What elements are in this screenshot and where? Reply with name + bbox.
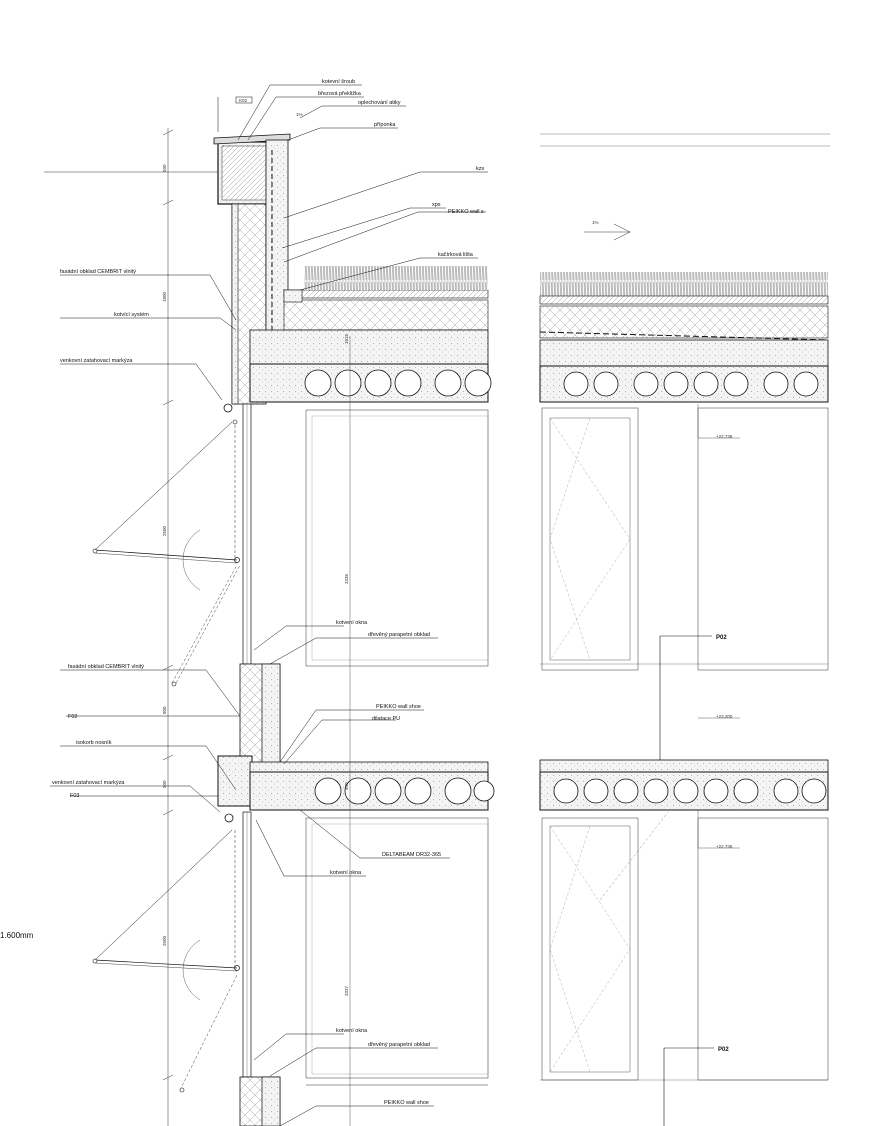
label-kacirkova: kačírková lišta xyxy=(438,252,474,258)
label-dilatace: dilatace PU xyxy=(372,716,400,722)
label-level-3: +22,736 xyxy=(716,844,733,849)
label-kotevni-sroub: kotevní šroub xyxy=(322,79,355,85)
label-peikko-top: PEIKKO wall s xyxy=(448,209,484,215)
dim-d8: 3337 xyxy=(344,985,349,996)
label-drevny-2: dřevěný parapetní obklad xyxy=(368,1042,430,1048)
label-peikko-shoe-1: PEIKKO wall shoe xyxy=(376,704,421,710)
label-f02: F02 xyxy=(68,714,77,720)
label-peikko-shoe-2: PEIKKO wall shoe xyxy=(384,1100,429,1106)
dim-d1: 500 xyxy=(162,164,167,172)
label-kotvici: kotvící systém xyxy=(114,312,149,318)
leaders xyxy=(50,84,488,1126)
label-slope-2: 1% xyxy=(592,220,599,225)
label-kotveni-okna-1: kotvení okna xyxy=(336,620,368,626)
dim-d3: 2500 xyxy=(162,525,167,536)
dim-d6: 2500 xyxy=(162,935,167,946)
label-side-mm: 1.600mm xyxy=(0,931,34,940)
dim-d7: 3336 xyxy=(344,573,349,584)
dim-d2: 1800 xyxy=(162,291,167,302)
label-deltabeam: DELTABEAM DR32-365 xyxy=(382,852,441,858)
left-section xyxy=(44,128,495,1126)
label-slope-1: 1% xyxy=(296,112,303,117)
label-p02-1: P02 xyxy=(716,635,727,641)
label-k02: K02 xyxy=(239,98,248,103)
label-f03: F03 xyxy=(70,793,79,799)
label-fasadni-2: fasádní obklad CEMBRIT vlnitý xyxy=(68,664,144,670)
label-venkovni-1: venkovní zatahovací markýza xyxy=(60,358,133,364)
dimensions: 500 1800 2500 800 500 2500 3336 3337 101… xyxy=(162,164,349,996)
label-p02-2: P02 xyxy=(718,1047,729,1053)
label-level-2: +23,200 xyxy=(716,714,733,719)
label-fasadni-1: fasádní obklad CEMBRIT vlnitý xyxy=(60,269,136,275)
dim-d5: 500 xyxy=(162,780,167,788)
label-isokorb: isokorb nosník xyxy=(76,740,112,746)
label-xps: xps xyxy=(432,202,441,208)
dim-d9: 1015 xyxy=(344,333,349,344)
label-kotveni-okna-2: kotvení okna xyxy=(330,870,362,876)
label-drevny-1: dřevěný parapetní obklad xyxy=(368,632,430,638)
labels: kotevní šroub březová překližka oplechov… xyxy=(0,79,733,1106)
label-venkovni-2: venkovní zatahovací markýza xyxy=(52,780,125,786)
dim-d4: 800 xyxy=(162,706,167,714)
label-kzs: kzs xyxy=(476,166,485,172)
label-priponka: příponka xyxy=(374,122,396,128)
label-brezova: březová překližka xyxy=(318,91,362,97)
label-oplechovani: oplechování atiky xyxy=(358,100,401,106)
label-level-1: +22,736 xyxy=(716,434,733,439)
label-kotveni-okna-3: kotvení okna xyxy=(336,1028,368,1034)
dim-d10: 400 xyxy=(344,782,349,790)
right-section xyxy=(539,133,830,1126)
